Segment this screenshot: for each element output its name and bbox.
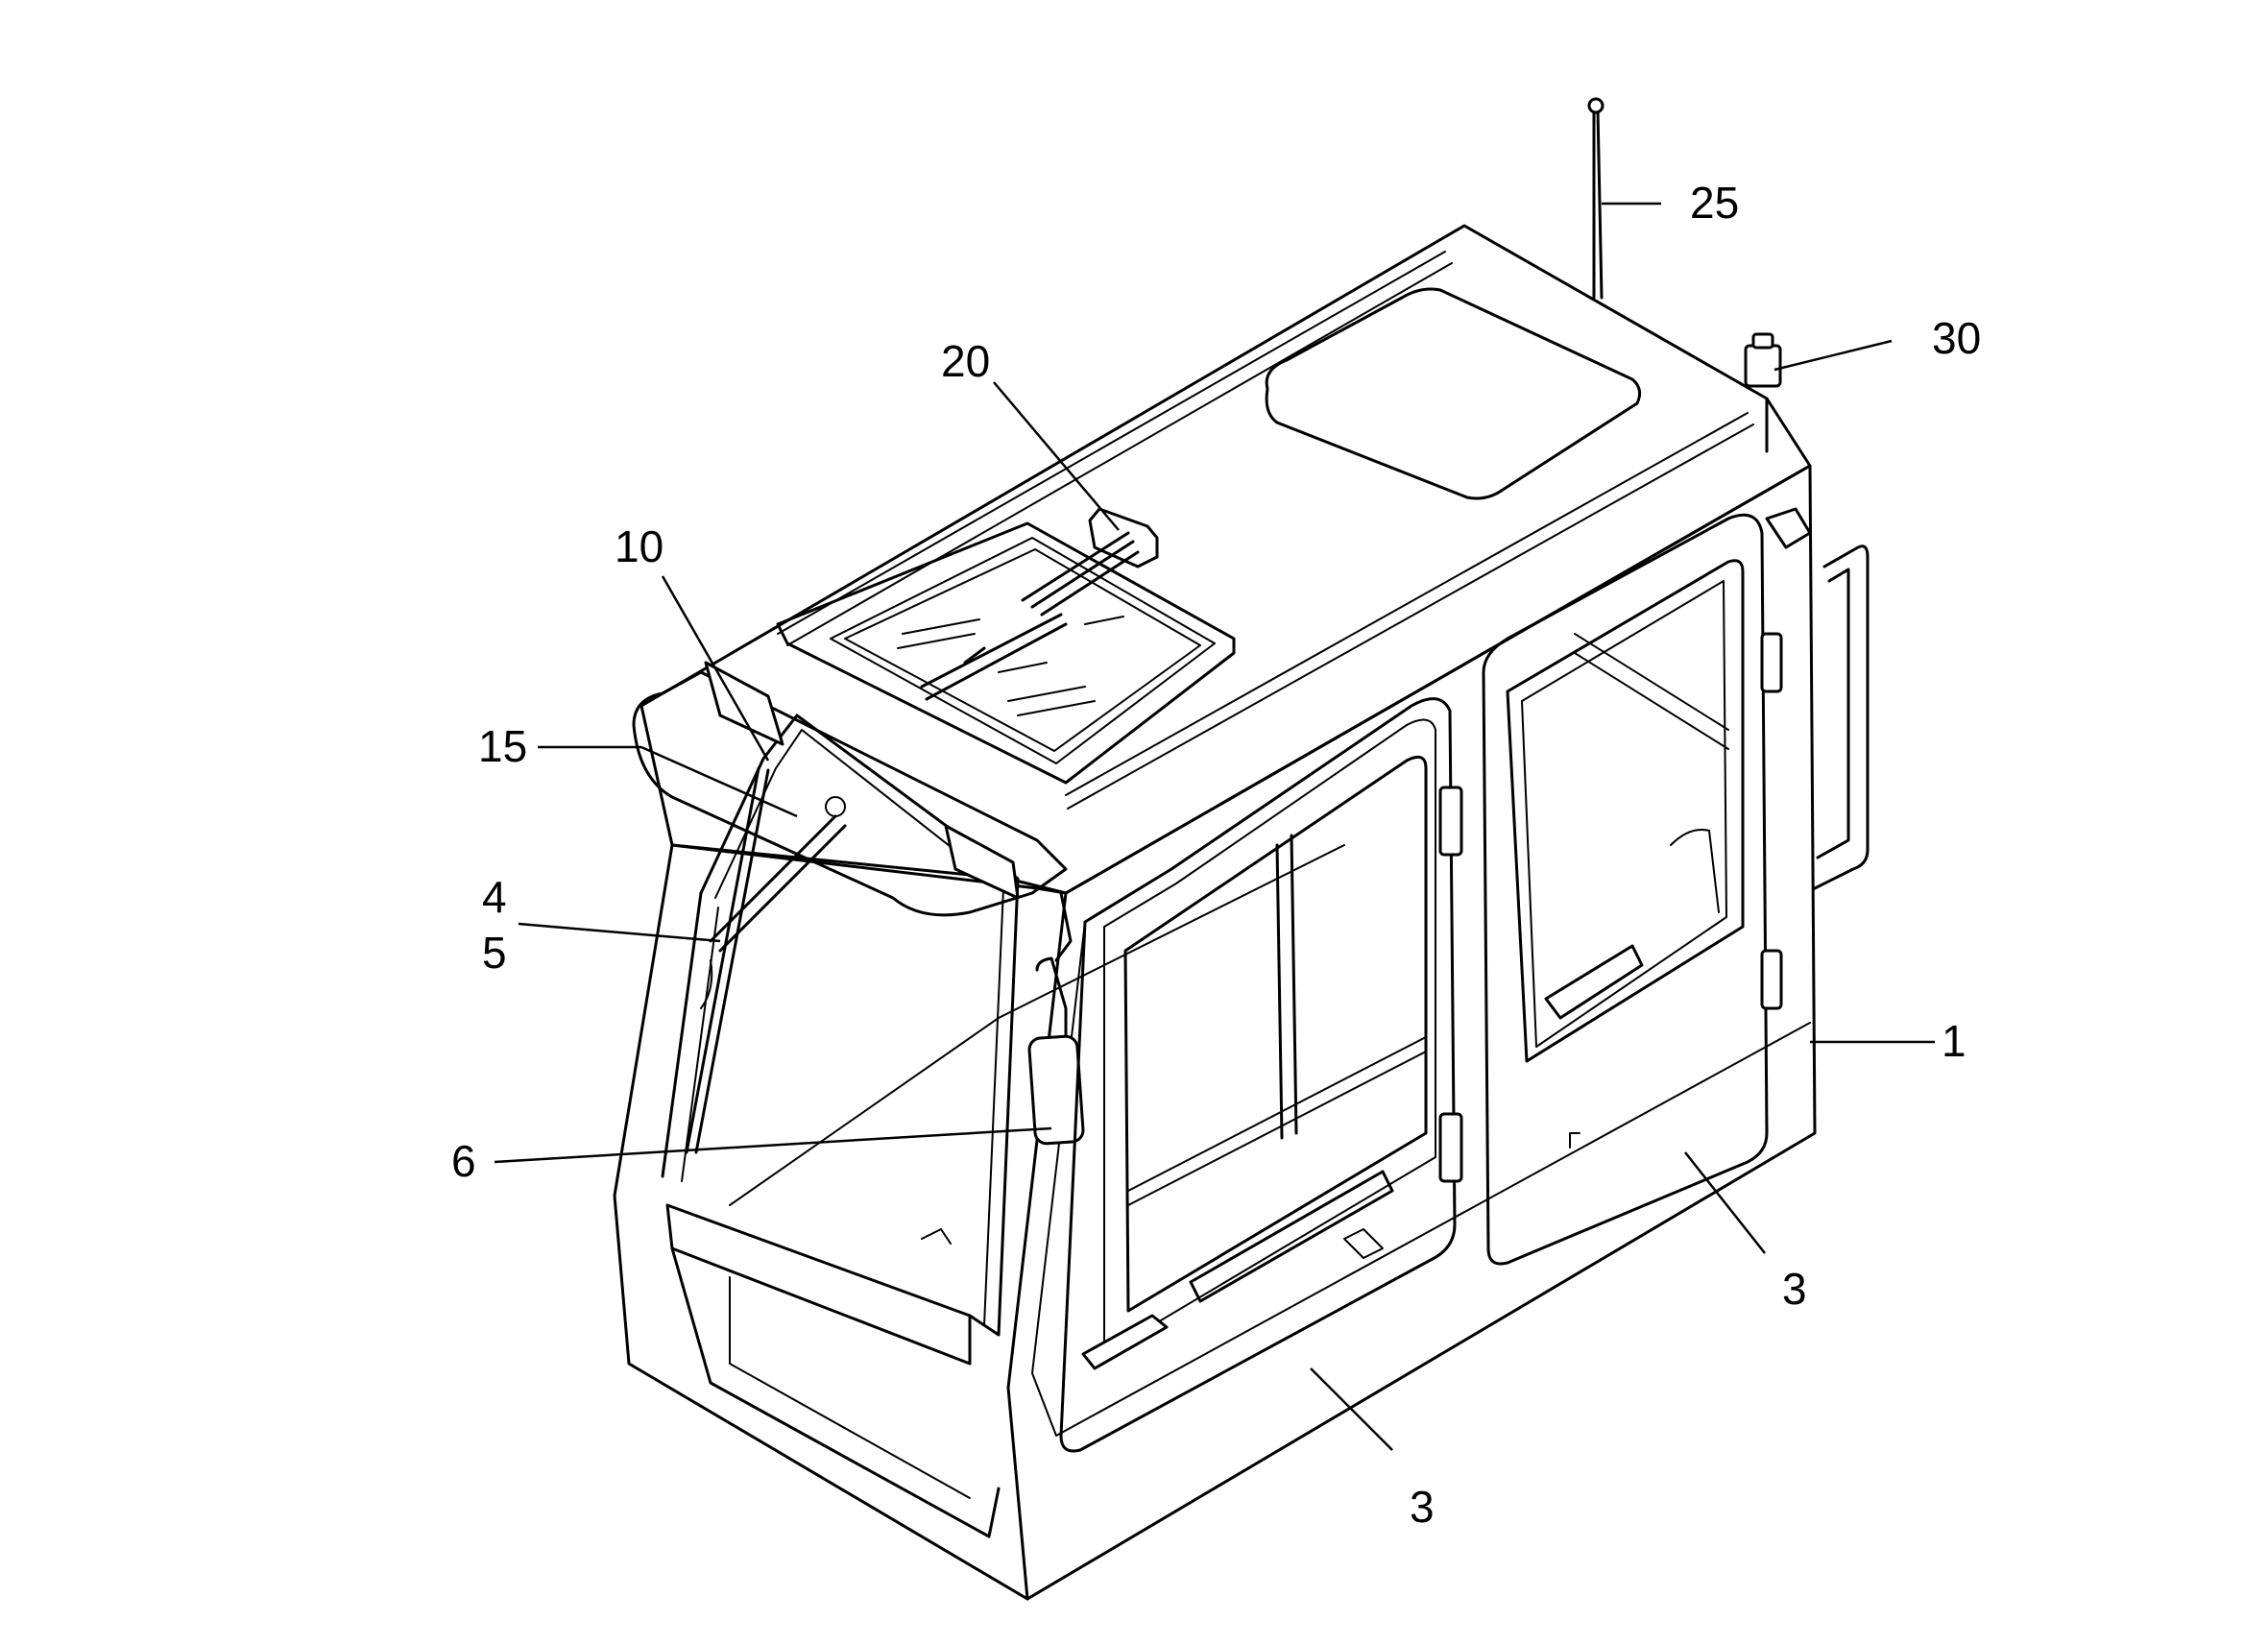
callout-30: 30	[1932, 313, 1981, 363]
left-door	[1059, 697, 1463, 1453]
leader-3b	[1310, 1367, 1393, 1451]
antenna	[1587, 97, 1604, 300]
callout-6: 6	[451, 1136, 476, 1186]
grab-handle	[1765, 507, 1870, 890]
callout-1: 1	[1942, 1016, 1966, 1066]
leader-30	[1773, 339, 1893, 372]
roof-window	[776, 521, 1236, 785]
roof-wiper	[920, 507, 1159, 701]
callout-10: 10	[615, 521, 664, 571]
callout-25: 25	[1690, 178, 1739, 228]
leader-15b	[640, 745, 798, 818]
leader-4-5	[518, 922, 721, 943]
mirror	[1027, 891, 1085, 1146]
callout-4: 4	[482, 872, 507, 922]
leader-20	[993, 381, 1120, 531]
callout-labels: 25 30 20 10 15 4 5 6 1 3 3	[451, 178, 1981, 1532]
callout-3b: 3	[1410, 1482, 1435, 1532]
cab-body	[613, 224, 1817, 1601]
leader-3a	[1684, 1151, 1766, 1254]
callout-15: 15	[478, 721, 527, 771]
right-door	[1482, 513, 1783, 1266]
callout-3a: 3	[1782, 1264, 1807, 1314]
front-wiper	[685, 766, 847, 1154]
callout-5: 5	[482, 928, 507, 978]
roof-hatch	[1265, 287, 1642, 500]
beacon-light	[1744, 332, 1782, 388]
callout-20: 20	[941, 336, 990, 386]
leader-6	[494, 1126, 1052, 1164]
interior-frame	[729, 633, 1729, 1245]
front-canopy	[632, 661, 1068, 917]
leader-10	[661, 575, 770, 762]
leader-lines	[494, 202, 1935, 1451]
